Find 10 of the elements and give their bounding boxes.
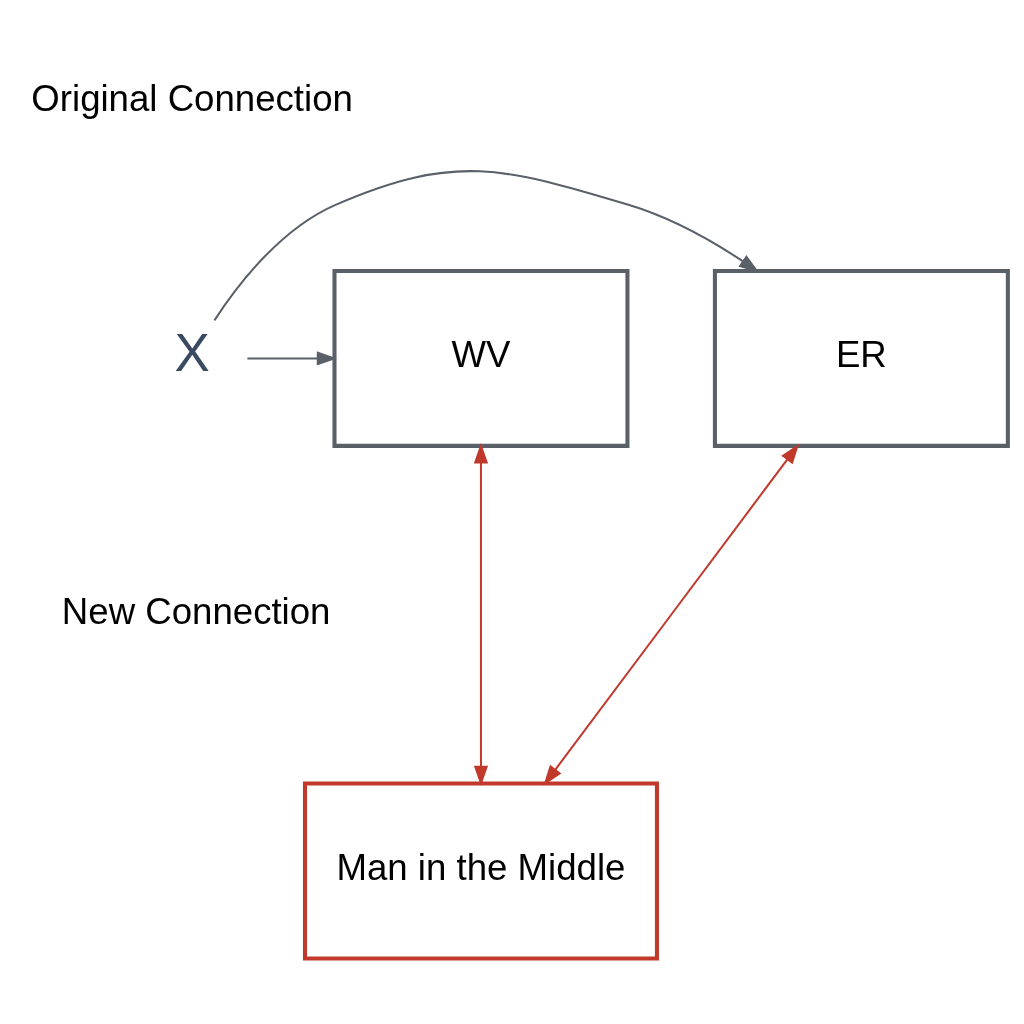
arrow bbox=[543, 443, 799, 786]
node-box: WV bbox=[331, 268, 629, 448]
label: Original Connection bbox=[30, 78, 353, 120]
node-box: Man in the Middle bbox=[302, 781, 659, 961]
arrow bbox=[473, 443, 488, 787]
label: New Connection bbox=[61, 590, 330, 632]
arrow bbox=[246, 351, 337, 366]
node-box: ER bbox=[712, 268, 1010, 448]
node-text: X bbox=[173, 323, 210, 383]
arrow bbox=[213, 170, 759, 321]
